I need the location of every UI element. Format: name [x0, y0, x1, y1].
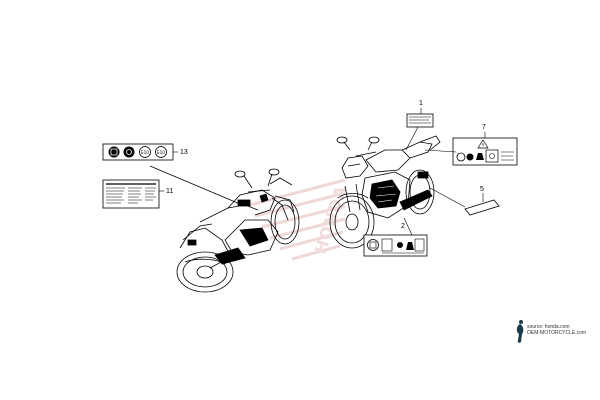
- source-credit-line-1: source: honda.com: [527, 324, 570, 330]
- motorcycle-right: [329, 135, 441, 249]
- honda-wing-watermark: [249, 178, 346, 261]
- callout-number: 13: [180, 149, 188, 156]
- source-credit: source: honda.com OEM-MOTORCYCLE.com: [527, 324, 587, 337]
- leader-11: [149, 165, 241, 205]
- callout-number: 5: [480, 186, 484, 193]
- label-2-panel: [363, 234, 428, 257]
- callout-number: 11: [166, 188, 174, 195]
- source-credit-line-2: OEM-MOTORCYCLE.com: [527, 329, 587, 336]
- label-1-panel: [406, 113, 434, 128]
- label-11-text-panel: [102, 179, 160, 209]
- label-13-icon-text-2: E10: [157, 150, 165, 155]
- leader-5-to-bike: [429, 187, 466, 208]
- label-7-warning-panel: [452, 137, 518, 166]
- leader-1-to-bike: [405, 126, 419, 151]
- callout-number: 7: [482, 124, 486, 131]
- oem-logo-icon: [516, 320, 524, 343]
- callout-number: 1: [419, 100, 423, 107]
- label-13-icon-strip: E10 E10: [102, 143, 174, 161]
- motorcycle-left: [176, 168, 300, 293]
- callout-number: 2: [401, 223, 405, 230]
- leader-7-to-bike: [424, 149, 457, 153]
- label-13-icon-text-1: E10: [141, 150, 149, 155]
- leader-2: [403, 217, 413, 236]
- label-5-strip: [464, 199, 500, 216]
